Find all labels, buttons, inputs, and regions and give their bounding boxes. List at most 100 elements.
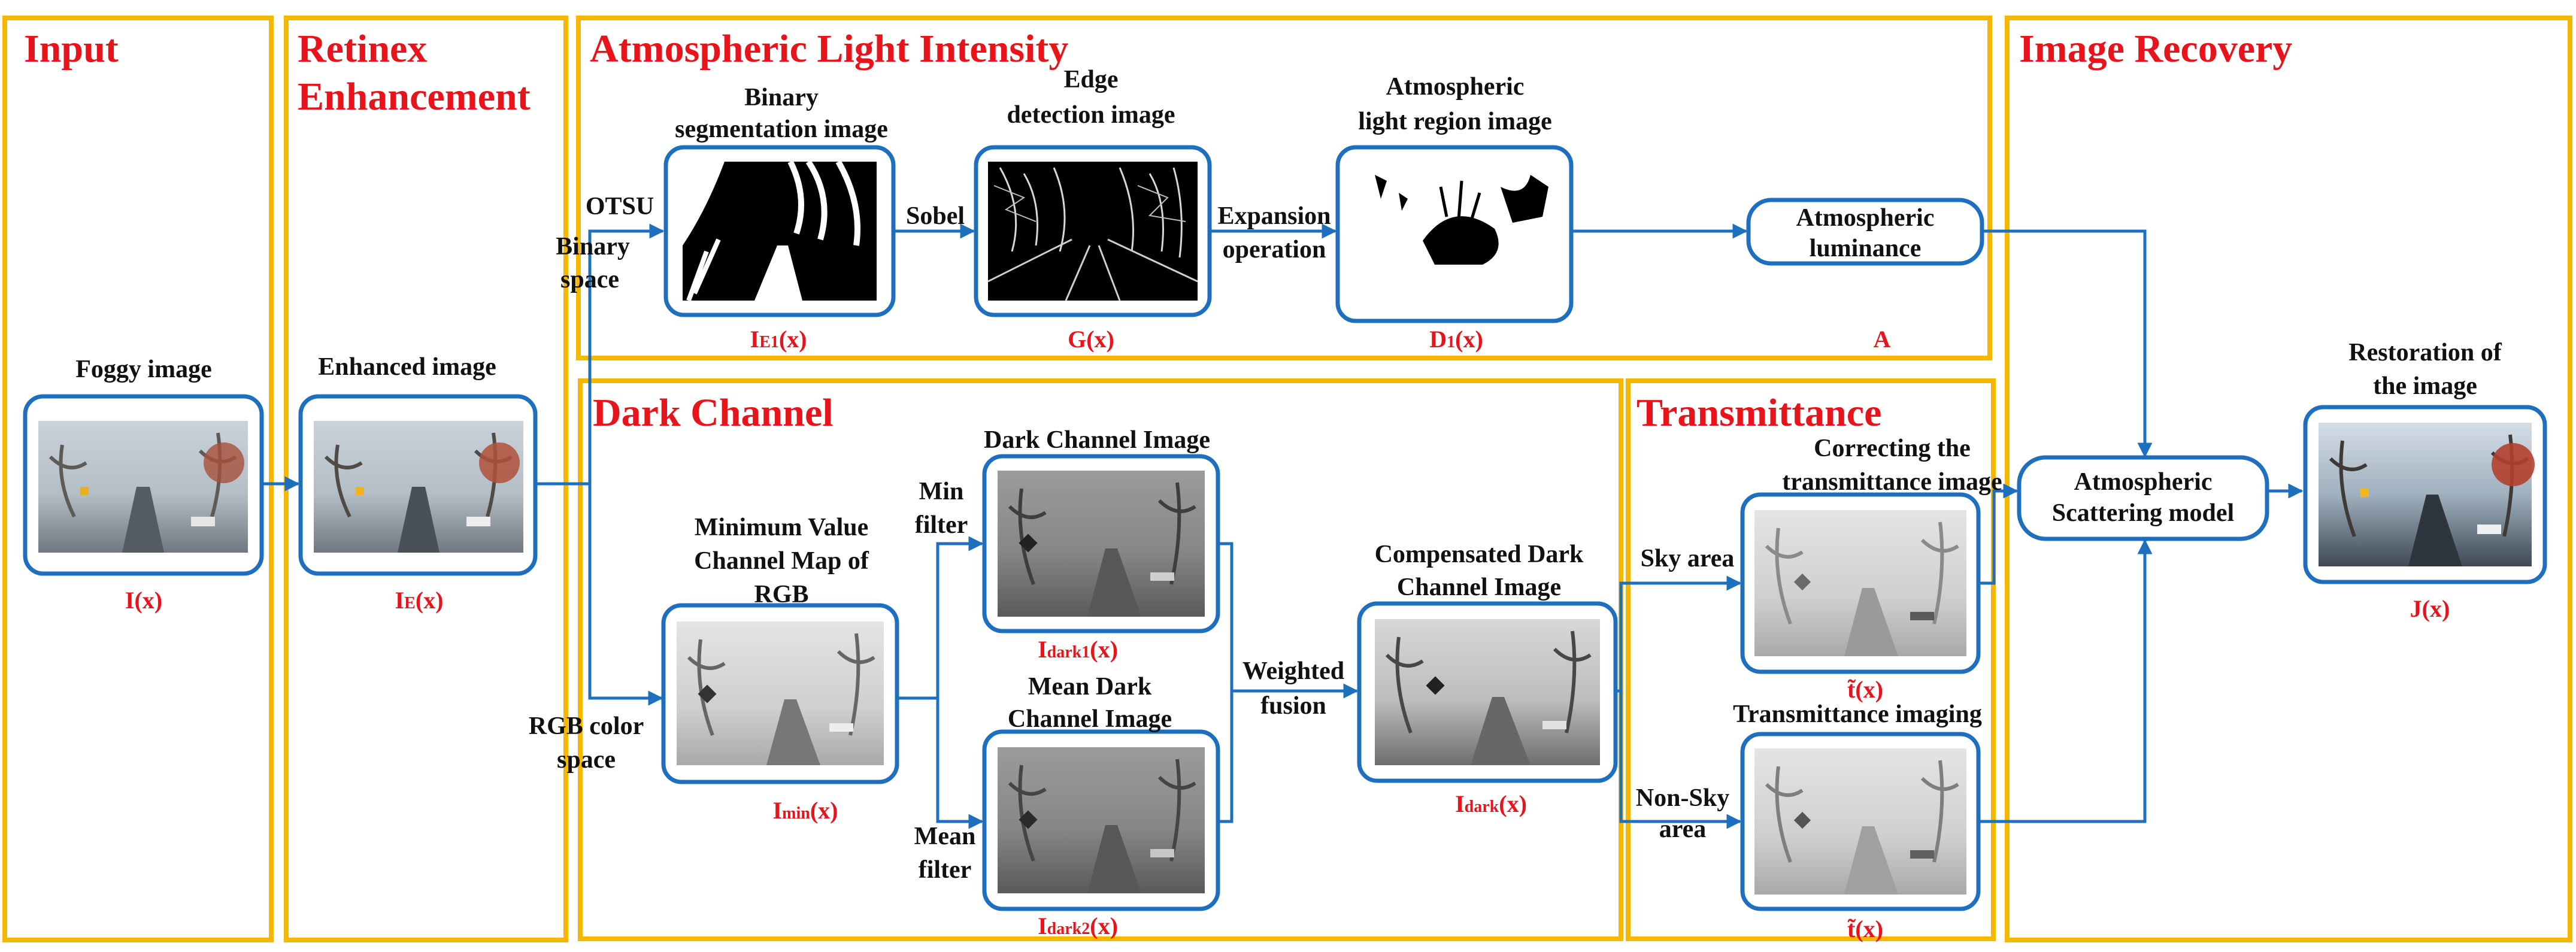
binary-caption-2: segmentation image: [675, 116, 888, 143]
enhanced-image-caption: Enhanced image: [318, 353, 496, 381]
min-channel-thumbnail: [677, 621, 884, 765]
section-transmittance: [1626, 378, 1996, 941]
atm-luminance-node: Atmospheric luminance: [1746, 198, 1984, 266]
edge-detection-thumbnail: [987, 162, 1198, 301]
enhanced-image-symbol: IE(x): [395, 587, 444, 614]
scattering-label-1: Atmospheric: [2074, 468, 2213, 496]
enhanced-image-thumbnail: [314, 421, 523, 553]
scattering-model-node: Atmospheric Scattering model: [2017, 455, 2269, 541]
atm-region-caption-2: light region image: [1358, 108, 1552, 135]
atm-region-symbol: D1(x): [1429, 326, 1483, 353]
dark1-symbol: Idark1(x): [1038, 636, 1118, 663]
trans-img-node: [1740, 732, 1981, 911]
flow-arrows: [262, 223, 2304, 829]
dark2-symbol: Idark2(x): [1038, 912, 1118, 939]
dark2-caption-2: Channel Image: [1008, 705, 1172, 733]
dark1-thumbnail: [998, 471, 1205, 617]
trans-img-symbol: t̃(x): [1847, 915, 1883, 942]
compensated-caption-2: Channel Image: [1397, 574, 1561, 601]
label-rgb-space-2: space: [557, 746, 616, 774]
foggy-image-thumbnail: [38, 421, 248, 553]
restored-caption-2: the image: [2373, 372, 2477, 400]
compensated-symbol: Idark(x): [1455, 790, 1527, 817]
restored-image-thumbnail: [2319, 423, 2535, 566]
atm-region-node: [1335, 145, 1574, 323]
min-channel-caption-1: Minimum Value: [695, 514, 869, 541]
foggy-image-node: [23, 394, 264, 576]
dark1-node: [982, 454, 1220, 633]
trans-img-thumbnail: [1754, 748, 1966, 895]
restored-image-node: [2303, 405, 2547, 584]
atm-luminance-label-1: Atmospheric: [1796, 204, 1935, 232]
dark2-caption-1: Mean Dark: [1028, 673, 1152, 701]
label-binary-space-1: Binary: [556, 233, 630, 260]
arrow-to-trans-img: [1619, 691, 1742, 829]
section-input: [2, 16, 274, 942]
min-channel-caption-3: RGB: [754, 581, 808, 608]
arrow-trans-to-scattering: [1978, 539, 2153, 823]
label-expansion-1: Expansion: [1217, 202, 1331, 230]
arrow-luminance-to-scattering: [1982, 229, 2153, 458]
corrected-t-caption-2: transmittance image: [1782, 468, 2002, 496]
min-channel-symbol: Imin(x): [773, 797, 838, 824]
arrow-to-binary: [588, 223, 665, 484]
trans-img-caption: Transmittance imaging: [1733, 701, 1982, 728]
arrow-to-corrected: [1619, 575, 1742, 691]
dark2-node: [982, 729, 1220, 911]
section-title-dark-channel: Dark Channel: [593, 391, 834, 435]
label-non-sky-2: area: [1659, 815, 1707, 843]
section-title-input: Input: [24, 27, 119, 71]
arrow-to-dark1: [936, 536, 984, 698]
label-min-filter-2: filter: [915, 511, 968, 539]
min-channel-node: [661, 603, 899, 784]
section-title-recovery: Image Recovery: [2019, 27, 2292, 71]
label-otsu: OTSU: [586, 193, 654, 220]
compensated-caption-1: Compensated Dark: [1375, 541, 1584, 568]
section-title-atmospheric: Atmospheric Light Intensity: [590, 27, 1068, 71]
binary-caption-1: Binary: [744, 84, 819, 111]
dark2-thumbnail: [998, 747, 1205, 893]
binary-segmentation-thumbnail: [683, 160, 877, 302]
label-non-sky-1: Non-Sky: [1636, 784, 1729, 812]
edge-detection-node: [974, 145, 1212, 317]
foggy-image-caption: Foggy image: [75, 356, 211, 383]
arrow-to-dark2: [936, 698, 984, 829]
dark1-caption: Dark Channel Image: [984, 426, 1210, 454]
foggy-image-symbol: I(x): [125, 587, 162, 614]
binary-symbol: IE1(x): [750, 326, 807, 353]
atm-region-thumbnail: [1351, 163, 1558, 304]
label-expansion-2: operation: [1223, 236, 1326, 263]
section-recovery: [2005, 16, 2572, 942]
scattering-label-2: Scattering model: [2052, 499, 2234, 527]
section-title-transmittance: Transmittance: [1636, 391, 1881, 435]
arrow-corrected-to-scattering: [1978, 483, 2019, 585]
section-title-retinex-1: Retinex: [298, 27, 427, 71]
restored-caption-1: Restoration of: [2348, 339, 2502, 366]
section-atmospheric: [576, 16, 1992, 360]
label-weighted-1: Weighted: [1242, 657, 1344, 685]
edge-caption-2: detection image: [1007, 101, 1175, 129]
min-channel-caption-2: Channel Map of: [694, 547, 869, 575]
arrow-dark1-to-fusion: [1218, 542, 1234, 823]
compensated-node: [1357, 601, 1618, 783]
label-rgb-space-1: RGB color: [529, 713, 644, 740]
corrected-t-thumbnail: [1754, 510, 1966, 656]
enhanced-image-node: [298, 394, 538, 576]
label-sobel: Sobel: [906, 202, 965, 230]
binary-segmentation-node: [663, 145, 896, 317]
arrow-to-min-channel: [588, 484, 663, 706]
label-sky-area: Sky area: [1641, 545, 1735, 572]
edge-caption-1: Edge: [1063, 66, 1118, 93]
compensated-thumbnail: [1375, 619, 1600, 765]
atm-region-caption-1: Atmospheric: [1386, 73, 1525, 101]
corrected-t-symbol: t̃(x): [1847, 676, 1883, 703]
label-min-filter-1: Min: [919, 478, 964, 505]
corrected-t-caption-1: Correcting the: [1814, 435, 1971, 462]
label-binary-space-2: space: [560, 266, 619, 293]
edge-symbol: G(x): [1068, 326, 1114, 353]
atm-luminance-label-2: luminance: [1810, 235, 1922, 262]
corrected-t-node: [1740, 492, 1981, 674]
label-weighted-2: fusion: [1260, 692, 1326, 720]
section-title-retinex-2: Enhancement: [298, 75, 531, 119]
